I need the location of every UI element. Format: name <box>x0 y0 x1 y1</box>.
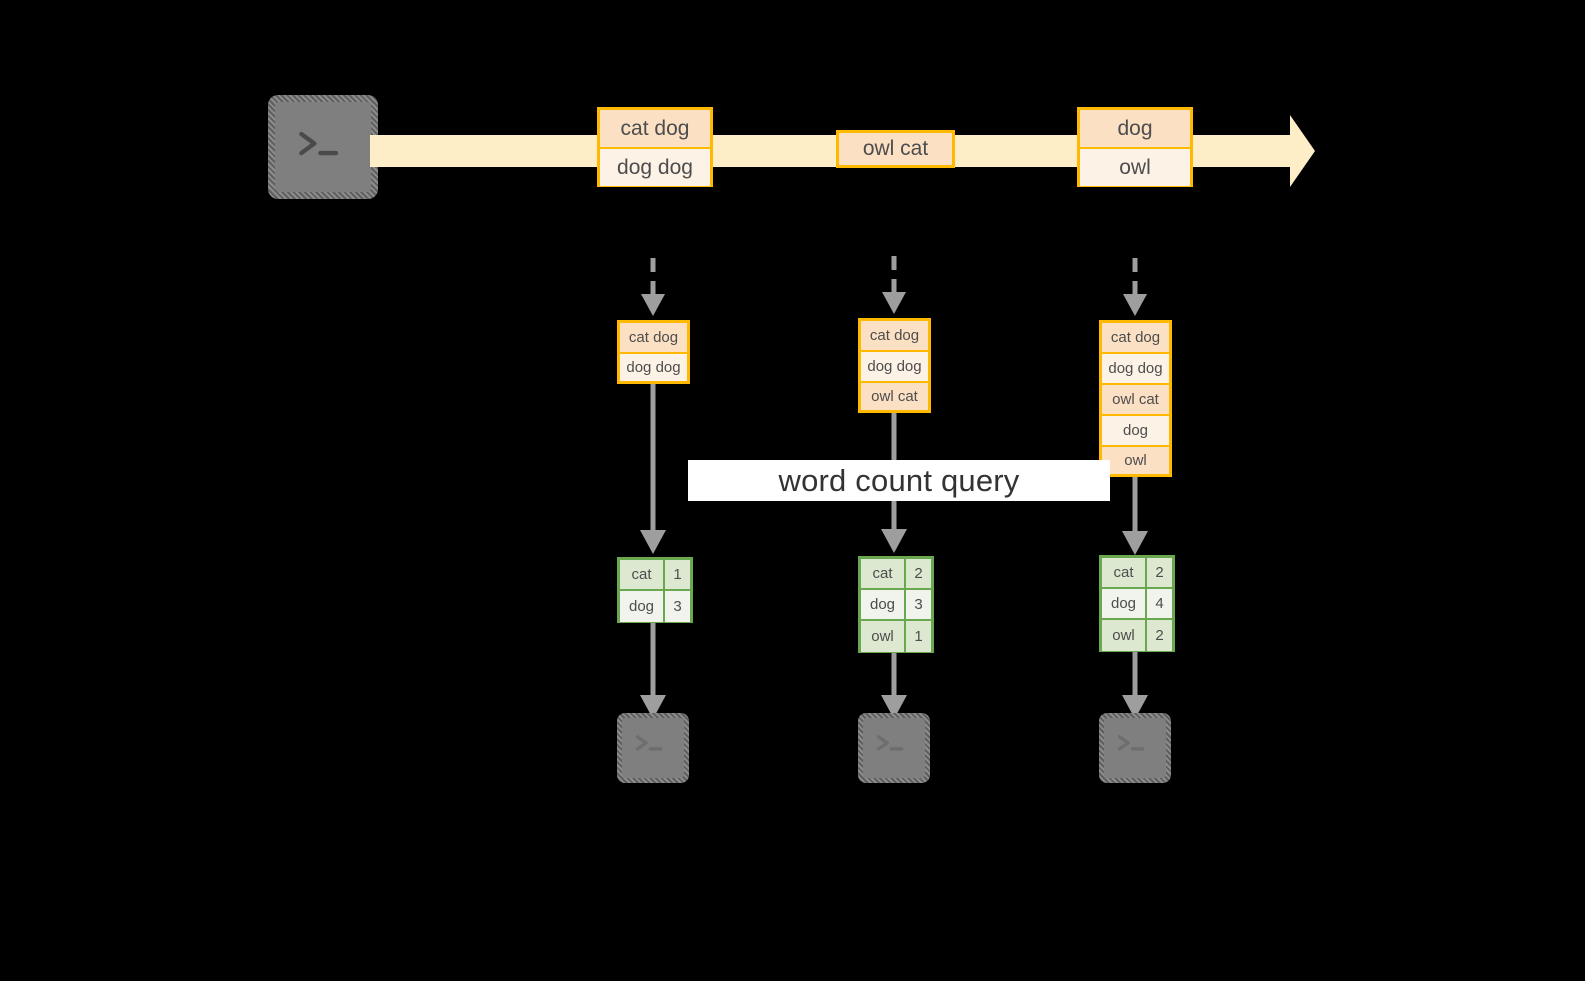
snapshot-3-result-count-1: 4 <box>1147 589 1172 618</box>
snapshot-1-result-word-1: dog <box>620 591 665 622</box>
snapshot-1-result-row-1: dog 3 <box>620 591 690 622</box>
snapshot-3-input-row-4: owl <box>1102 447 1169 474</box>
snapshot-3-result-word-0: cat <box>1102 558 1147 587</box>
snapshot-2-input-row-1: dog dog <box>861 352 928 383</box>
source-terminal-icon <box>268 95 378 199</box>
snapshot-2-sink-terminal-icon <box>858 713 930 783</box>
snapshot-3-result-count-0: 2 <box>1147 558 1172 587</box>
snapshot-3-input-row-0: cat dog <box>1102 323 1169 354</box>
stream-event-3: dog owl <box>1077 107 1193 187</box>
snapshot-2-result-count-1: 3 <box>906 590 931 619</box>
snapshot-2-input-row-2: owl cat <box>861 383 928 410</box>
snapshot-2-trigger-arrow <box>882 256 906 314</box>
snapshot-1-input-row-0: cat dog <box>620 323 687 354</box>
stream-event-1-row-1: dog dog <box>600 149 710 186</box>
stream-event-1: cat dog dog dog <box>597 107 713 187</box>
snapshot-3-result-row-1: dog 4 <box>1102 589 1172 620</box>
snapshot-2-result-row-0: cat 2 <box>861 559 931 590</box>
terminal-screen <box>275 102 371 192</box>
terminal-prompt-glyph <box>876 735 904 751</box>
terminal-prompt-glyph <box>635 735 663 751</box>
snapshot-2-result-word-0: cat <box>861 559 906 588</box>
snapshot-3-trigger-arrow <box>1123 258 1147 316</box>
snapshot-1-input-table: cat dog dog dog <box>617 320 690 384</box>
snapshot-3-query-arrow <box>1122 477 1148 555</box>
snapshot-2-result-count-2: 1 <box>906 621 931 652</box>
snapshot-2-result-table: cat 2 dog 3 owl 1 <box>858 556 934 653</box>
snapshot-1-result-row-0: cat 1 <box>620 560 690 591</box>
snapshot-3-input-table: cat dog dog dog owl cat dog owl <box>1099 320 1172 477</box>
snapshot-1-result-word-0: cat <box>620 560 665 589</box>
stream-event-3-row-1: owl <box>1080 149 1190 186</box>
snapshot-3-result-word-1: dog <box>1102 589 1147 618</box>
stream-event-3-row-0: dog <box>1080 110 1190 149</box>
snapshot-1-result-count-0: 1 <box>665 560 690 589</box>
snapshot-1-input-row-1: dog dog <box>620 354 687 381</box>
snapshot-3-result-table: cat 2 dog 4 owl 2 <box>1099 555 1175 652</box>
snapshot-3-result-row-0: cat 2 <box>1102 558 1172 589</box>
snapshot-2-sink-arrow <box>881 653 907 719</box>
snapshot-2-result-count-0: 2 <box>906 559 931 588</box>
snapshot-2-result-word-2: owl <box>861 621 906 652</box>
snapshot-2-result-word-1: dog <box>861 590 906 619</box>
snapshot-1-sink-terminal-icon <box>617 713 689 783</box>
query-label: word count query <box>688 460 1110 501</box>
snapshot-3-result-count-2: 2 <box>1147 620 1172 651</box>
stream-event-1-row-0: cat dog <box>600 110 710 149</box>
snapshot-3-sink-arrow <box>1122 652 1148 719</box>
snapshot-2-result-row-1: dog 3 <box>861 590 931 621</box>
terminal-prompt-glyph <box>1117 735 1145 751</box>
snapshot-1-result-table: cat 1 dog 3 <box>617 557 693 623</box>
snapshot-2-input-row-0: cat dog <box>861 321 928 352</box>
snapshot-3-input-row-2: owl cat <box>1102 385 1169 416</box>
snapshot-3-input-row-3: dog <box>1102 416 1169 447</box>
snapshot-3-input-row-1: dog dog <box>1102 354 1169 385</box>
snapshot-3-sink-terminal-icon <box>1099 713 1171 783</box>
snapshot-1-trigger-arrow <box>641 258 665 316</box>
snapshot-2-result-row-2: owl 1 <box>861 621 931 652</box>
stream-event-2-row-0: owl cat <box>839 133 952 165</box>
snapshot-1-result-count-1: 3 <box>665 591 690 622</box>
snapshot-3-result-row-2: owl 2 <box>1102 620 1172 651</box>
snapshot-3-result-word-2: owl <box>1102 620 1147 651</box>
snapshot-2-input-table: cat dog dog dog owl cat <box>858 318 931 413</box>
snapshot-1-query-arrow <box>640 384 666 554</box>
snapshot-1-sink-arrow <box>640 623 666 719</box>
terminal-prompt-glyph <box>299 131 339 156</box>
stream-event-2: owl cat <box>836 130 955 168</box>
